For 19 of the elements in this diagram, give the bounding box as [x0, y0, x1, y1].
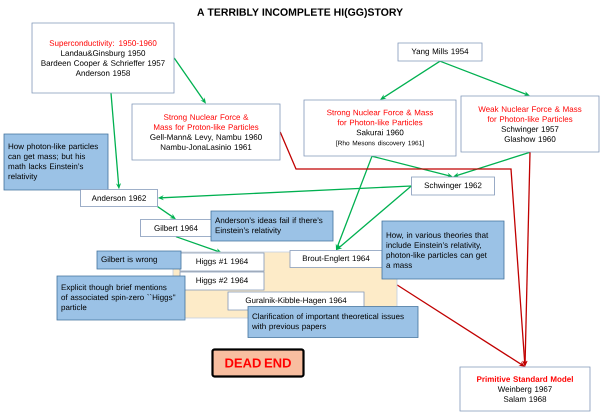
note-box: Clarification of important theoretical issues with previous papers — [248, 306, 418, 338]
note-box: How photon-like particles can get mass; but his math lacks Einstein’s relativity — [4, 134, 108, 190]
note-box: Explicit though brief mentions of associated spin-zero ``Higgs'' particle — [56, 276, 186, 320]
process-box: Higgs #1 1964 — [180, 252, 264, 272]
process-box: Primitive Standard Model Weinberg 1967 Salam 1968 — [460, 366, 590, 412]
note-box: How, in various theories that include Einstein’s relativity, photon-like particles can get a mass — [382, 220, 504, 280]
note-box: Gilbert is wrong — [96, 250, 182, 270]
process-box: Strong Nuclear Force & Mass for Proton-like Particles Gell-Mann& Levy, Nambu 1960 Nambu-JonaLasinio 1961 — [132, 104, 280, 160]
dead-end-sign: DEAD END — [211, 348, 305, 378]
title: A TERRIBLY INCOMPLETE HI(GG)STORY — [197, 8, 403, 18]
process-box: Superconductivity: 1950-1960 Landau&Ginsburg 1950 Bardeen Cooper & Schrieffer 1957 Anderson 1958 — [32, 22, 174, 94]
process-box: Higgs #2 1964 — [180, 272, 264, 290]
process-box: Schwinger 1962 — [411, 176, 495, 196]
process-box: Weak Nuclear Force & Mass for Photon-like Particles Schwinger 1957 Glashow 1960 — [460, 96, 600, 152]
process-box: Anderson 1962 — [80, 189, 158, 207]
process-box: Brout-Englert 1964 — [290, 250, 382, 268]
process-box: Gilbert 1964 — [140, 219, 212, 237]
note-box: Anderson’s ideas fail if there’s Einstein’s relativity — [210, 210, 334, 242]
process-box: Yang Mills 1954 — [398, 42, 482, 62]
